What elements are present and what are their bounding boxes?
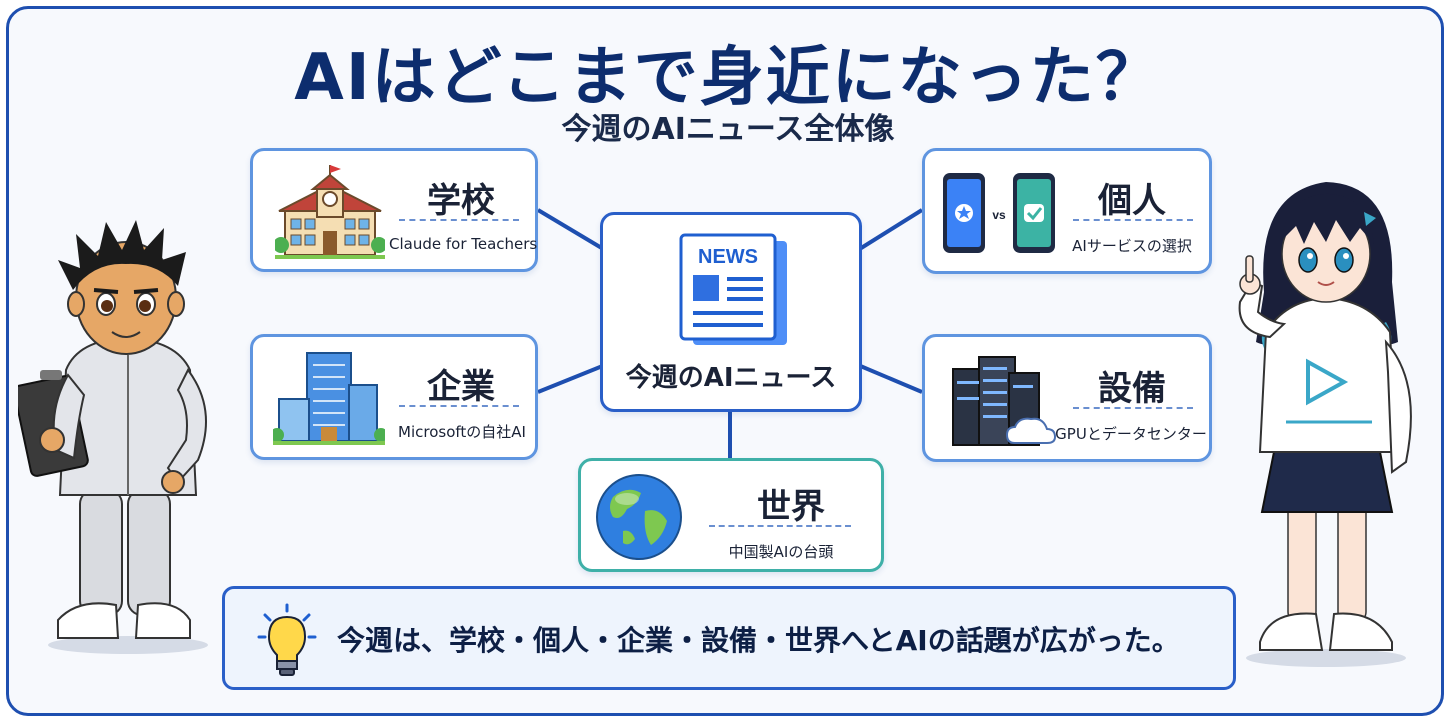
summary-banner: 今週は、学校・個人・企業・設備・世界へとAIの話題が広がった。	[222, 586, 1236, 690]
card-personal: vs 個人 AIサービスの選択	[922, 148, 1212, 274]
office-building-icon	[273, 352, 385, 445]
card-world-description: 中国製AIの台頭	[728, 543, 834, 561]
connector-company	[537, 363, 606, 394]
connector-facility	[857, 363, 923, 394]
girl-character-illustration	[1238, 182, 1412, 667]
card-school-description: Claude for Teachers	[389, 235, 538, 253]
card-world-divider	[709, 525, 851, 527]
card-company-heading: 企業	[427, 367, 495, 407]
news-tag-label: NEWS	[698, 246, 758, 268]
newspaper-icon: NEWS	[679, 233, 787, 345]
card-company-divider	[399, 405, 519, 407]
card-school-divider	[399, 219, 519, 221]
card-facility: 設備 GPUとデータセンター	[922, 334, 1212, 462]
card-school-heading: 学校	[427, 181, 495, 221]
page-subtitle: 今週のAIニュース全体像	[561, 112, 895, 147]
server-rack-icon	[952, 356, 1057, 446]
card-personal-heading: 個人	[1098, 181, 1166, 221]
card-personal-divider	[1073, 219, 1193, 221]
school-building-icon	[275, 165, 385, 259]
card-hub-label: 今週のAIニュース	[625, 363, 837, 393]
globe-icon	[596, 474, 682, 560]
connector-school	[536, 208, 607, 252]
vs-label: vs	[992, 208, 1006, 222]
card-facility-divider	[1073, 407, 1193, 409]
card-company: 企業 Microsoftの自社AI	[250, 334, 538, 460]
connector-personal	[856, 208, 924, 252]
card-hub: NEWS 今週のAIニュース	[600, 212, 862, 412]
card-facility-heading: 設備	[1098, 369, 1166, 409]
smartphones-compare-icon: vs	[943, 173, 1055, 253]
lightbulb-icon	[257, 603, 317, 676]
card-world: 世界 中国製AIの台頭	[578, 458, 884, 572]
summary-text: 今週は、学校・個人・企業・設備・世界へとAIの話題が広がった。	[337, 624, 1180, 657]
card-world-heading: 世界	[757, 487, 825, 527]
card-company-description: Microsoftの自社AI	[398, 423, 526, 441]
card-school: 学校 Claude for Teachers	[250, 148, 538, 272]
page-title: AIはどこまで身近になった？	[294, 41, 1162, 115]
card-facility-description: GPUとデータセンター	[1055, 425, 1207, 443]
card-personal-description: AIサービスの選択	[1072, 237, 1192, 255]
boy-character-illustration	[18, 220, 208, 654]
